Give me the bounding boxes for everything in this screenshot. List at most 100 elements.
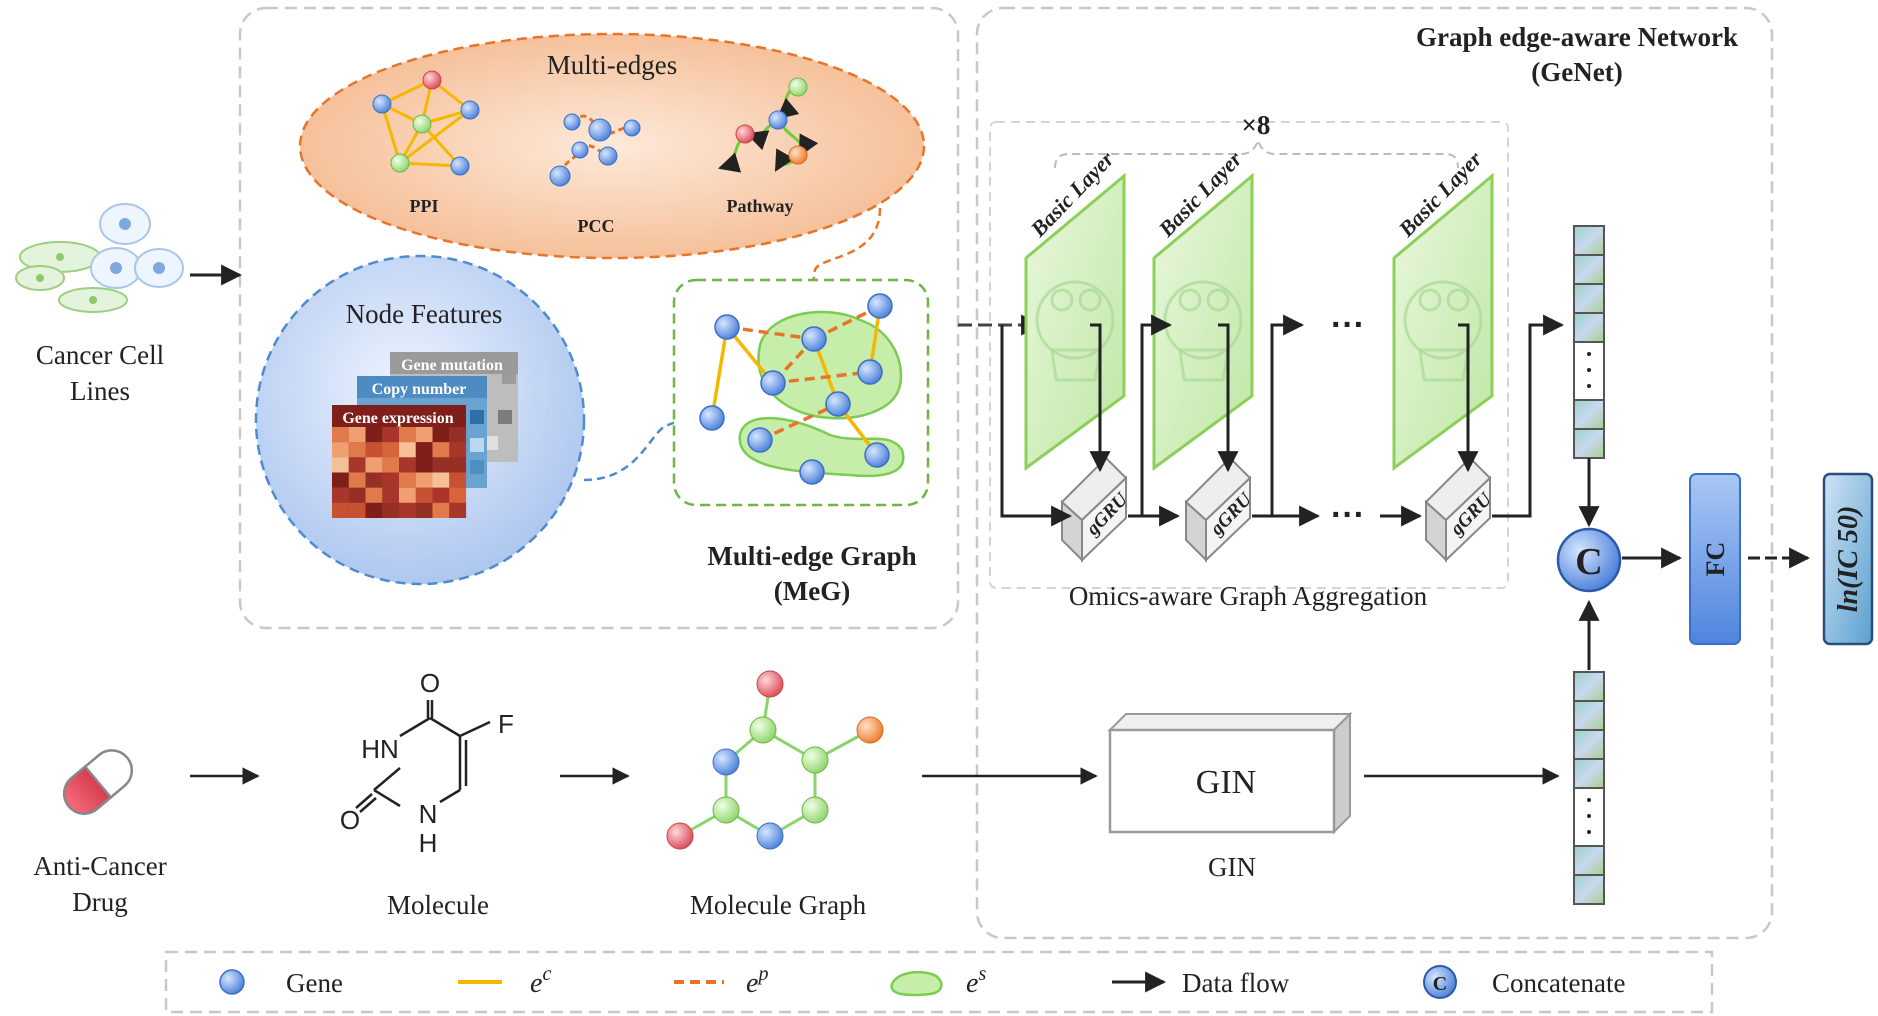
heatmap-cell: [382, 487, 400, 503]
heatmap-cell: [365, 502, 383, 518]
heatmap-cell: [382, 427, 400, 443]
heatmap-cell: [348, 442, 366, 458]
gene-node: [756, 822, 784, 850]
cells-label-line2: Lines: [70, 376, 130, 406]
heatmap-cell: [399, 442, 416, 458]
heatmap-cell: [332, 457, 349, 473]
heatmap-cell: [348, 502, 366, 518]
node: [749, 716, 777, 744]
gene-node: [712, 748, 740, 776]
legend-es-base: e: [966, 968, 978, 999]
output-label: ln(IC 50): [1833, 506, 1864, 613]
node: [788, 77, 808, 97]
legend-es-label: es: [966, 963, 986, 999]
heatmap-cell: [415, 487, 433, 503]
heatmap-cell: [449, 427, 467, 443]
aggregation-label: Omics-aware Graph Aggregation: [1069, 581, 1428, 611]
heatmap-cell: [365, 487, 383, 503]
node: [801, 796, 829, 824]
gene-node: [372, 94, 392, 114]
repeat-label: ×8: [1242, 110, 1271, 140]
heatmap-cell: [365, 442, 383, 458]
gene-node: [450, 156, 470, 176]
gene-node: [623, 119, 641, 137]
legend-ep-label: ep: [746, 963, 768, 999]
gin-caption: GIN: [1208, 852, 1256, 882]
gene-node: [801, 326, 827, 352]
pathway-label: Pathway: [727, 196, 794, 216]
legend-concat-symbol: C: [1433, 973, 1447, 995]
genet-title-line1: Graph edge-aware Network: [1416, 22, 1738, 52]
repeat-brace: [1054, 139, 1459, 169]
legend-concat-label: Concatenate: [1492, 968, 1625, 998]
node: [666, 822, 694, 850]
heatmap-cell: [449, 457, 467, 473]
heatmap-cell: [382, 457, 400, 473]
heatmap-cell: [348, 487, 366, 503]
heatmap-cell: [382, 502, 400, 518]
legend-es-sup: s: [978, 963, 986, 985]
drug-label-line2: Drug: [72, 887, 128, 917]
heatmap-cell: [432, 457, 450, 473]
heatmap-cell: [449, 487, 467, 503]
cells-label-line1: Cancer Cell: [36, 340, 164, 370]
meg-nodes: [699, 293, 893, 485]
meg-title-line1: Multi-edge Graph: [707, 541, 916, 571]
fc-block: [1689, 473, 1741, 645]
legend-es-icon: [890, 970, 943, 997]
heatmap-cell: [348, 457, 366, 473]
aggregation-panel: [989, 121, 1509, 589]
heatmap-cell: [382, 472, 400, 488]
gene-node: [588, 118, 612, 142]
heatmap-cell: [415, 457, 433, 473]
genet-panel: [975, 6, 1774, 940]
genet-flow-arrows: [1000, 314, 1565, 527]
atom-n: N: [419, 799, 438, 829]
atom-o-top: O: [420, 668, 440, 698]
ggru-box-2: [1184, 456, 1252, 563]
ggru-box-3: [1424, 456, 1492, 563]
gin-box-label: GIN: [1196, 764, 1256, 801]
gene-node: [867, 293, 893, 319]
heatmap-cell: [415, 427, 433, 443]
legend-ep-sup: p: [756, 963, 768, 985]
heatmap-cell: [365, 427, 383, 443]
genet-title-line2: (GeNet): [1531, 57, 1622, 87]
heatmap-cell: [332, 472, 349, 488]
heatmap-cell: [348, 472, 366, 488]
heatmap-cell: [432, 427, 450, 443]
atom-hn: HN: [361, 734, 399, 764]
heatmap-cell: [432, 472, 450, 488]
gene-node: [760, 370, 786, 396]
heatmap-cell: [415, 502, 433, 518]
molecule-graph-caption: Molecule Graph: [690, 890, 867, 920]
node: [801, 746, 829, 774]
heatmap-cell: [332, 427, 349, 443]
heatmap-cell: [432, 442, 450, 458]
gene-node: [768, 110, 788, 130]
meg-panel: [238, 6, 960, 630]
gene-node: [857, 359, 883, 385]
drug-pill-icon: [62, 749, 134, 815]
gene-node: [825, 391, 851, 417]
gene-node: [799, 459, 825, 485]
heatmap-cell: [365, 457, 383, 473]
ellipsis-top: ···: [1331, 306, 1365, 344]
molecule-structure: [355, 700, 491, 813]
gene-node: [563, 113, 581, 131]
heatmap-cell: [399, 487, 416, 503]
node: [412, 114, 432, 134]
multi-edges-ellipse: [298, 32, 926, 260]
heatmap-cell: [399, 457, 416, 473]
legend-data-flow-label: Data flow: [1182, 968, 1290, 998]
node: [788, 145, 808, 165]
heatmap-cell: [332, 487, 349, 503]
gene-node: [714, 314, 740, 340]
heatmap-cell: [332, 442, 349, 458]
gene-node: [747, 427, 773, 453]
legend-ec-sup: c: [542, 963, 551, 985]
node: [712, 796, 740, 824]
gene-node: [598, 146, 618, 166]
heatmap-cell: [332, 502, 349, 518]
